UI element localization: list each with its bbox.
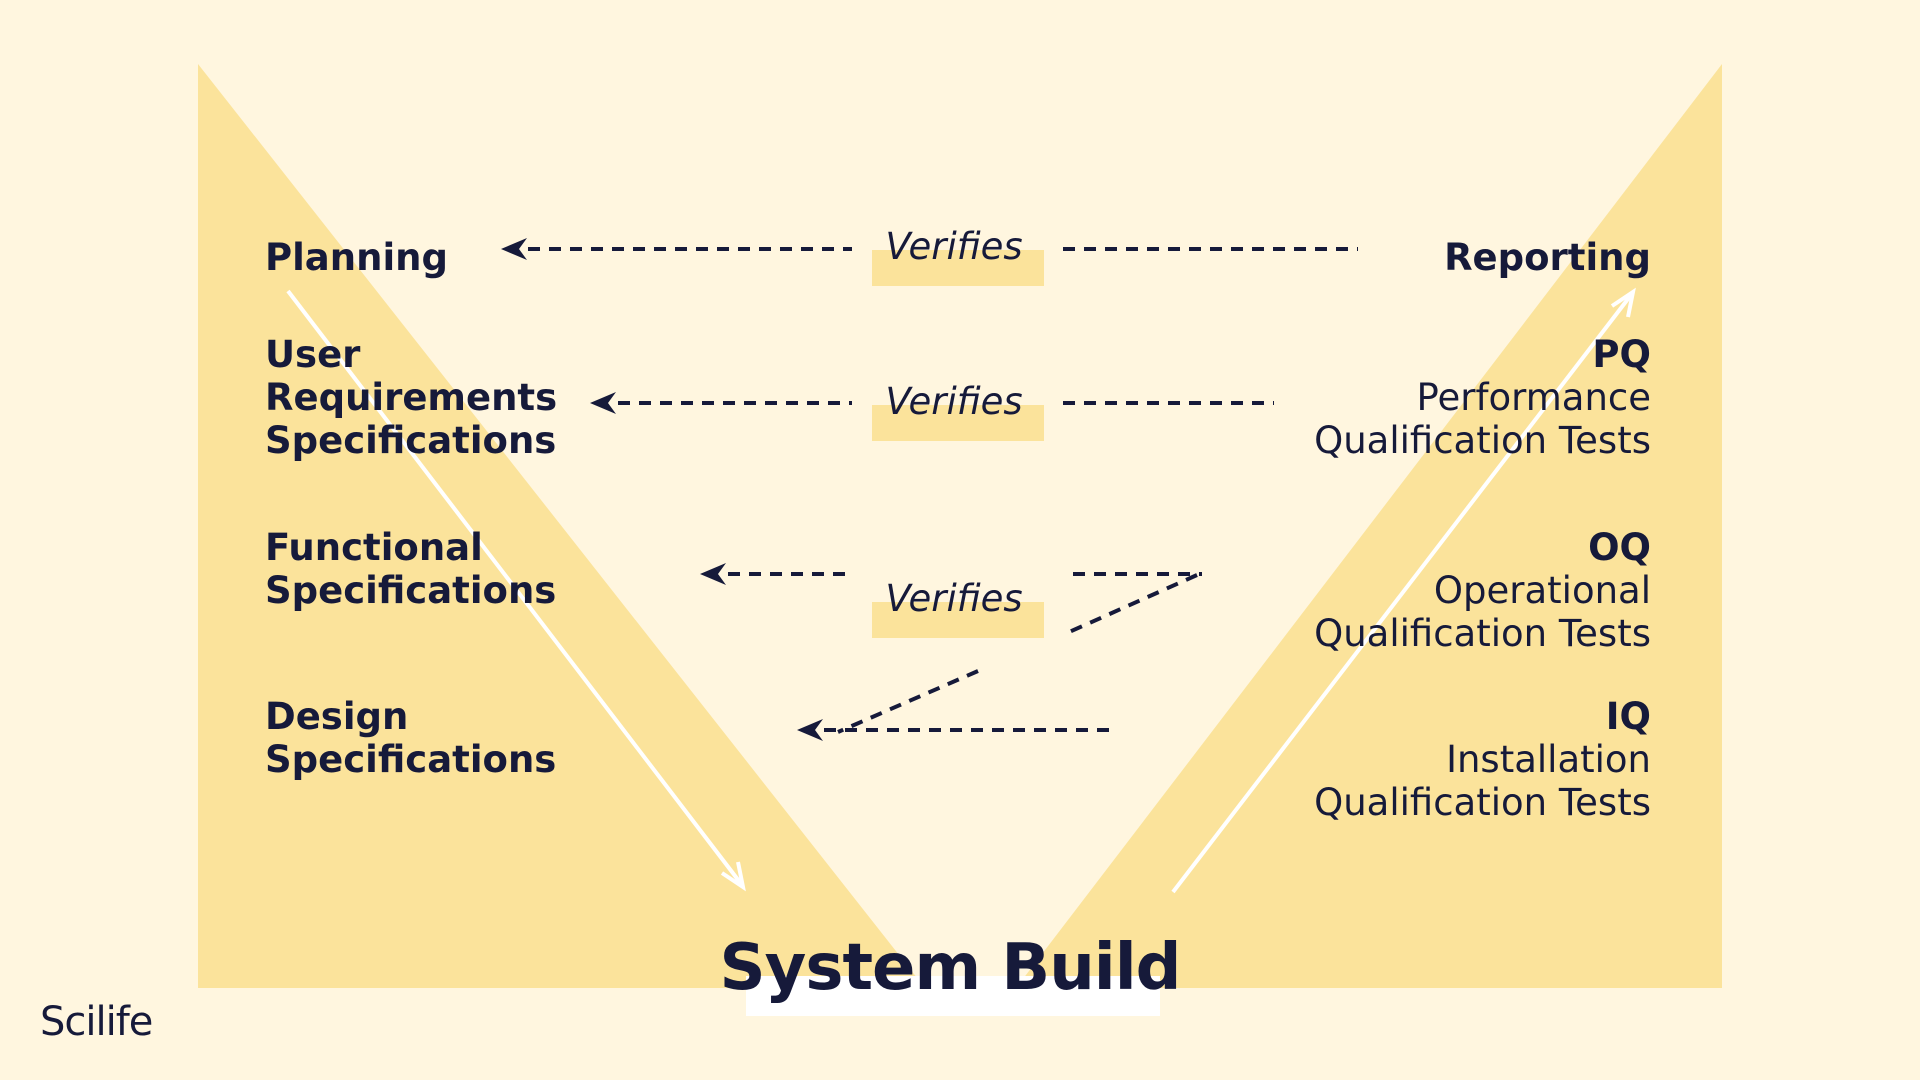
ascending-arrow-line (1171, 293, 1633, 894)
verifies-1-arrowhead (501, 238, 527, 260)
fs-line-2: Specifications (265, 569, 557, 612)
user-requirements-label: User Requirements Specifications (265, 333, 557, 462)
iq-line-1: Installation (1446, 738, 1651, 781)
verifies-1-highlight (872, 250, 1044, 286)
pq-line-1: Performance (1416, 376, 1651, 419)
verifies-3-diagonal-upper (1066, 573, 1198, 635)
reporting-text: Reporting (1444, 236, 1651, 279)
descending-arrow-line (286, 289, 744, 887)
left-arm-shape (198, 64, 925, 988)
pq-code: PQ (1592, 333, 1651, 376)
verifies-3-lower-arrowhead (797, 719, 823, 741)
fs-line-1: Functional (265, 526, 483, 569)
functional-specifications-label: Functional Specifications (265, 526, 556, 612)
oq-line-2: Qualification Tests (1314, 612, 1651, 655)
iq-line-2: Qualification Tests (1314, 781, 1651, 824)
oq-code: OQ (1588, 526, 1651, 569)
verifies-3-highlight (872, 602, 1044, 638)
oq-label: OQ Operational Qualification Tests (1314, 526, 1651, 655)
ascending-arrow-head (1610, 287, 1636, 318)
urs-line-1: User (265, 333, 361, 376)
verifies-2-arrowhead (590, 392, 616, 414)
verifies-1-label: Verifies (885, 225, 1023, 268)
system-build-title: System Build (719, 931, 1182, 1005)
ds-line-1: Design (265, 695, 409, 738)
design-specifications-label: Design Specifications (265, 695, 556, 781)
urs-line-3: Specifications (265, 419, 557, 462)
pq-label: PQ Performance Qualification Tests (1314, 333, 1651, 462)
right-arm-shape (1016, 64, 1722, 988)
verifies-3-label: Verifies (885, 577, 1023, 620)
iq-code: IQ (1605, 695, 1651, 738)
urs-line-2: Requirements (265, 376, 558, 419)
verifies-2-label: Verifies (885, 380, 1023, 423)
system-build-highlight (746, 976, 1160, 1016)
descending-arrow-head (720, 861, 746, 892)
verifies-3-diagonal-lower (837, 669, 979, 734)
iq-label: IQ Installation Qualification Tests (1314, 695, 1651, 824)
verifies-3-arrowhead (700, 563, 726, 585)
planning-text: Planning (265, 236, 448, 279)
oq-line-1: Operational (1433, 569, 1651, 612)
pq-line-2: Qualification Tests (1314, 419, 1651, 462)
verifies-2-highlight (872, 405, 1044, 441)
ds-line-2: Specifications (265, 738, 557, 781)
reporting-label: Reporting (1444, 236, 1651, 279)
planning-label: Planning (265, 236, 448, 279)
scilife-logo: Scilife (40, 999, 153, 1045)
